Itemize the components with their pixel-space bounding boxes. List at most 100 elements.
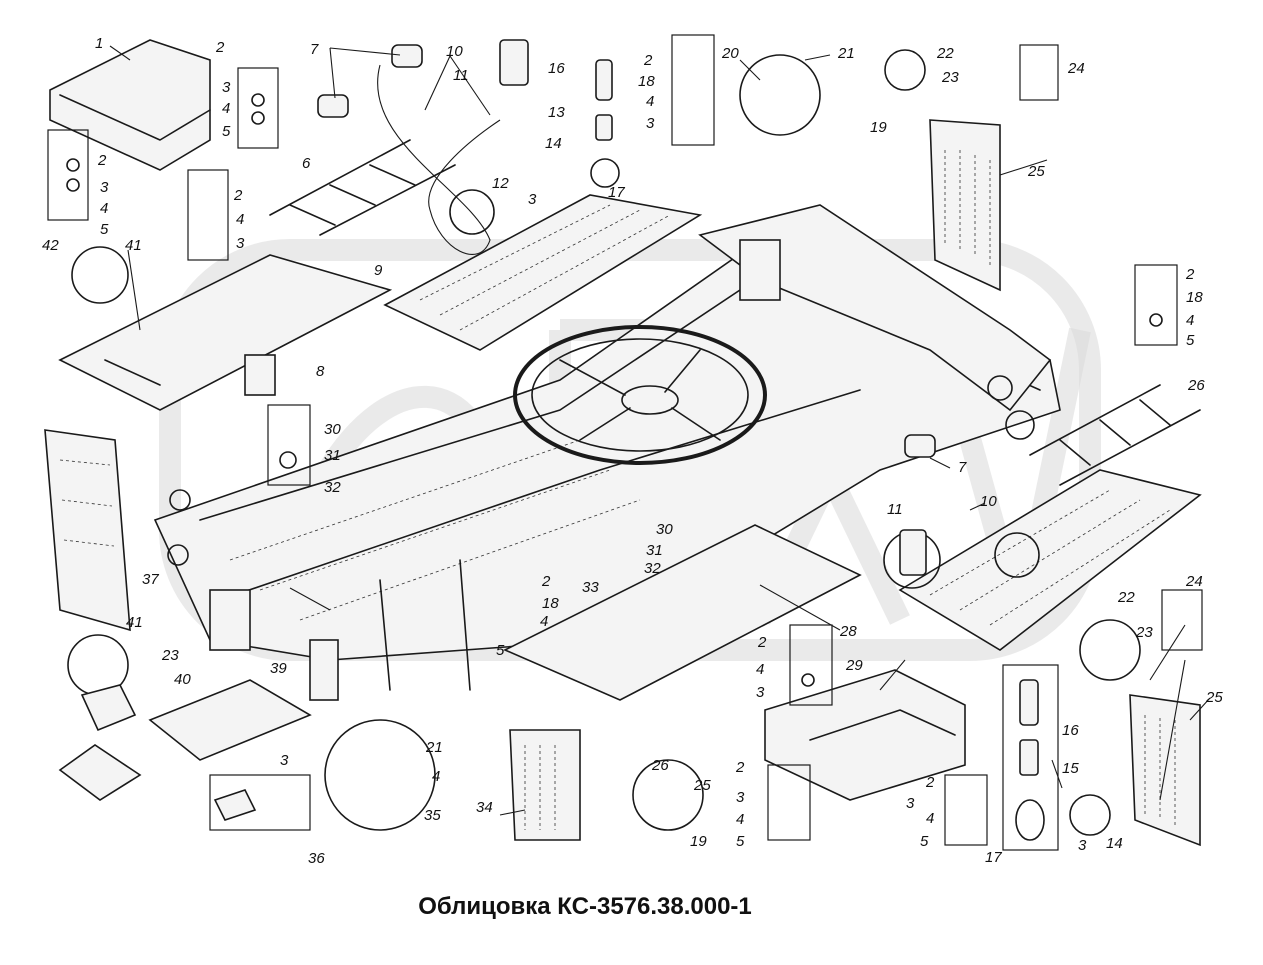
callout-29: 29 <box>845 657 863 674</box>
battery-box <box>764 669 966 801</box>
callout-20: 20 <box>721 45 739 62</box>
callout-3: 3 <box>736 789 745 806</box>
callout-28: 28 <box>839 623 857 640</box>
callout-18: 18 <box>638 73 655 90</box>
callout-2: 2 <box>541 573 551 590</box>
callout-15: 15 <box>1062 760 1079 777</box>
callout-7: 7 <box>958 459 967 476</box>
callout-5: 5 <box>920 833 929 850</box>
callout-8: 8 <box>316 363 325 380</box>
callout-18: 18 <box>1186 289 1203 306</box>
lower-plates <box>503 469 1202 701</box>
callout-3: 3 <box>280 752 289 769</box>
callout-39: 39 <box>270 660 287 677</box>
left-components <box>44 39 312 801</box>
callout-5: 5 <box>100 221 109 238</box>
callout-4: 4 <box>100 200 108 217</box>
callout-25: 25 <box>1027 163 1045 180</box>
callout-19: 19 <box>870 119 887 136</box>
callout-21: 21 <box>837 45 855 62</box>
callout-25: 25 <box>693 777 711 794</box>
callout-23: 23 <box>161 647 179 664</box>
callout-4: 4 <box>236 211 244 228</box>
callout-11: 11 <box>453 67 469 84</box>
callout-4: 4 <box>1186 312 1194 329</box>
callout-5: 5 <box>736 833 745 850</box>
callout-11: 11 <box>887 501 903 518</box>
callout-3: 3 <box>756 684 765 701</box>
callout-17: 17 <box>985 849 1002 866</box>
callout-41: 41 <box>125 237 142 254</box>
callout-22: 22 <box>936 45 954 62</box>
callout-32: 32 <box>324 479 341 496</box>
callout-31: 31 <box>324 447 341 464</box>
callout-3: 3 <box>646 115 655 132</box>
callout-2: 2 <box>925 774 935 791</box>
callout-5: 5 <box>1186 332 1195 349</box>
callout-17: 17 <box>608 184 625 201</box>
top-panels <box>58 194 703 411</box>
callout-25: 25 <box>1205 689 1223 706</box>
callout-37: 37 <box>142 571 159 588</box>
callout-2: 2 <box>735 759 745 776</box>
callout-21: 21 <box>425 739 443 756</box>
ladder <box>269 139 456 236</box>
callout-4: 4 <box>926 810 934 827</box>
callout-30: 30 <box>324 421 341 438</box>
callout-2: 2 <box>643 52 653 69</box>
callout-4: 4 <box>540 613 548 630</box>
callout-3: 3 <box>222 79 231 96</box>
callout-24: 24 <box>1185 573 1203 590</box>
callout-32: 32 <box>644 560 661 577</box>
callout-4: 4 <box>432 768 440 785</box>
callout-16: 16 <box>548 60 565 77</box>
callout-18: 18 <box>542 595 559 612</box>
leader-lines <box>109 45 1211 816</box>
callout-4: 4 <box>646 93 654 110</box>
callout-2: 2 <box>1185 266 1195 283</box>
callout-10: 10 <box>446 43 463 60</box>
callout-23: 23 <box>1135 624 1153 641</box>
callout-14: 14 <box>545 135 562 152</box>
ladder-right <box>1029 384 1201 486</box>
callout-19: 19 <box>690 833 707 850</box>
callout-36: 36 <box>308 850 325 867</box>
callout-3: 3 <box>906 795 915 812</box>
callout-35: 35 <box>424 807 441 824</box>
callout-30: 30 <box>656 521 673 538</box>
callout-26: 26 <box>1187 377 1205 394</box>
callout-12: 12 <box>492 175 509 192</box>
drawing-title: Облицовка КС-3576.38.000-1 <box>418 893 752 920</box>
callout-3: 3 <box>1078 837 1087 854</box>
callout-3: 3 <box>100 179 109 196</box>
callout-6: 6 <box>302 155 311 172</box>
main-frame <box>153 204 1061 701</box>
callout-10: 10 <box>980 493 997 510</box>
callout-5: 5 <box>496 642 505 659</box>
callout-41: 41 <box>126 614 143 631</box>
callout-34: 34 <box>476 799 493 816</box>
callout-24: 24 <box>1067 60 1085 77</box>
callout-4: 4 <box>222 100 230 117</box>
callout-23: 23 <box>941 69 959 86</box>
callout-33: 33 <box>582 579 599 596</box>
callout-9: 9 <box>374 262 383 279</box>
callout-3: 3 <box>528 191 537 208</box>
callout-4: 4 <box>736 811 744 828</box>
callout-16: 16 <box>1062 722 1079 739</box>
callout-26: 26 <box>651 757 669 774</box>
callout-42: 42 <box>42 237 59 254</box>
callout-7: 7 <box>310 41 319 58</box>
callout-40: 40 <box>174 671 191 688</box>
callout-2: 2 <box>233 187 243 204</box>
parts <box>80 39 1045 841</box>
callout-3: 3 <box>236 235 245 252</box>
callout-labels: 1 2 3 4 5 2 3 4 5 2 4 3 6 7 8 9 10 11 12… <box>42 35 1223 867</box>
detail-circles <box>67 49 1141 836</box>
callout-1: 1 <box>95 35 103 52</box>
callout-2: 2 <box>215 39 225 56</box>
callout-2: 2 <box>97 152 107 169</box>
callout-2: 2 <box>757 634 767 651</box>
callout-31: 31 <box>646 542 663 559</box>
